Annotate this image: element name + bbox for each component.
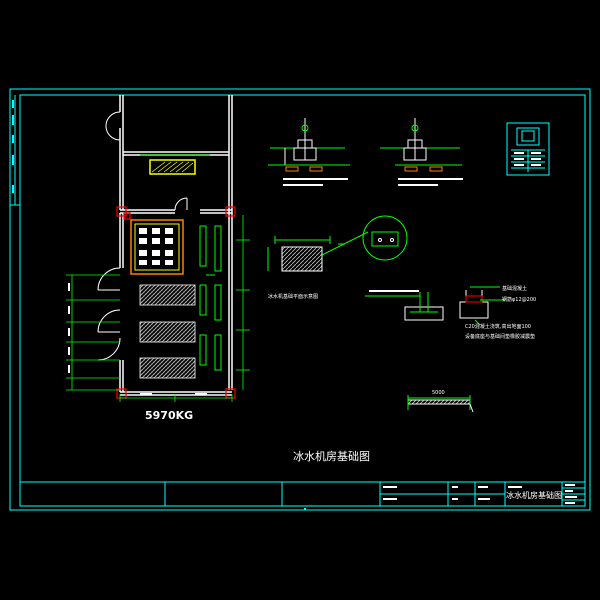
top-equipment-unit [140, 154, 210, 175]
anchor-detail [365, 290, 444, 321]
right-side-ducts [199, 225, 222, 371]
base-note-1: 基础混凝土 [502, 285, 527, 292]
section-detail-2-text [398, 178, 463, 186]
left-dimension-text [68, 283, 70, 373]
section-detail-2 [380, 118, 462, 172]
drawing-title: 冰水机房基础图 [293, 449, 370, 463]
red-markers [116, 206, 236, 399]
left-dimension-chain [66, 274, 120, 391]
bottom-dimension-text [140, 393, 207, 395]
foundation-pads [139, 284, 196, 379]
slab-dimension: 5000 [432, 390, 445, 396]
section-detail-1-text [283, 178, 348, 186]
base-note-2: 钢筋φ12@200 [502, 296, 536, 303]
legend-box [506, 122, 550, 176]
grid-marker-dots [304, 508, 306, 510]
bottom-dimension [119, 394, 233, 402]
slab-section-detail [407, 395, 474, 413]
foundation-plan-note: 冰水机基础平面示意图 [268, 293, 318, 300]
right-dimension-chain [236, 215, 250, 390]
legend-box-text [514, 152, 541, 166]
section-detail-1 [268, 118, 350, 172]
title-block-drawing-name: 冰水机房基础图 [506, 490, 562, 500]
foundation-plan-detail [267, 215, 408, 272]
title-block-small-text [383, 484, 577, 504]
base-section-detail [459, 286, 505, 326]
room-walls [119, 95, 233, 396]
title-block [19, 481, 586, 507]
base-note-4: 设备底座与基础间垫橡胶减震垫 [465, 333, 535, 340]
base-note-3: C20混凝土浇筑,高出地面100 [465, 323, 531, 330]
chiller-unit-highlight [130, 219, 184, 275]
side-strip-text [12, 100, 14, 193]
weight-label: 5970KG [145, 409, 193, 422]
